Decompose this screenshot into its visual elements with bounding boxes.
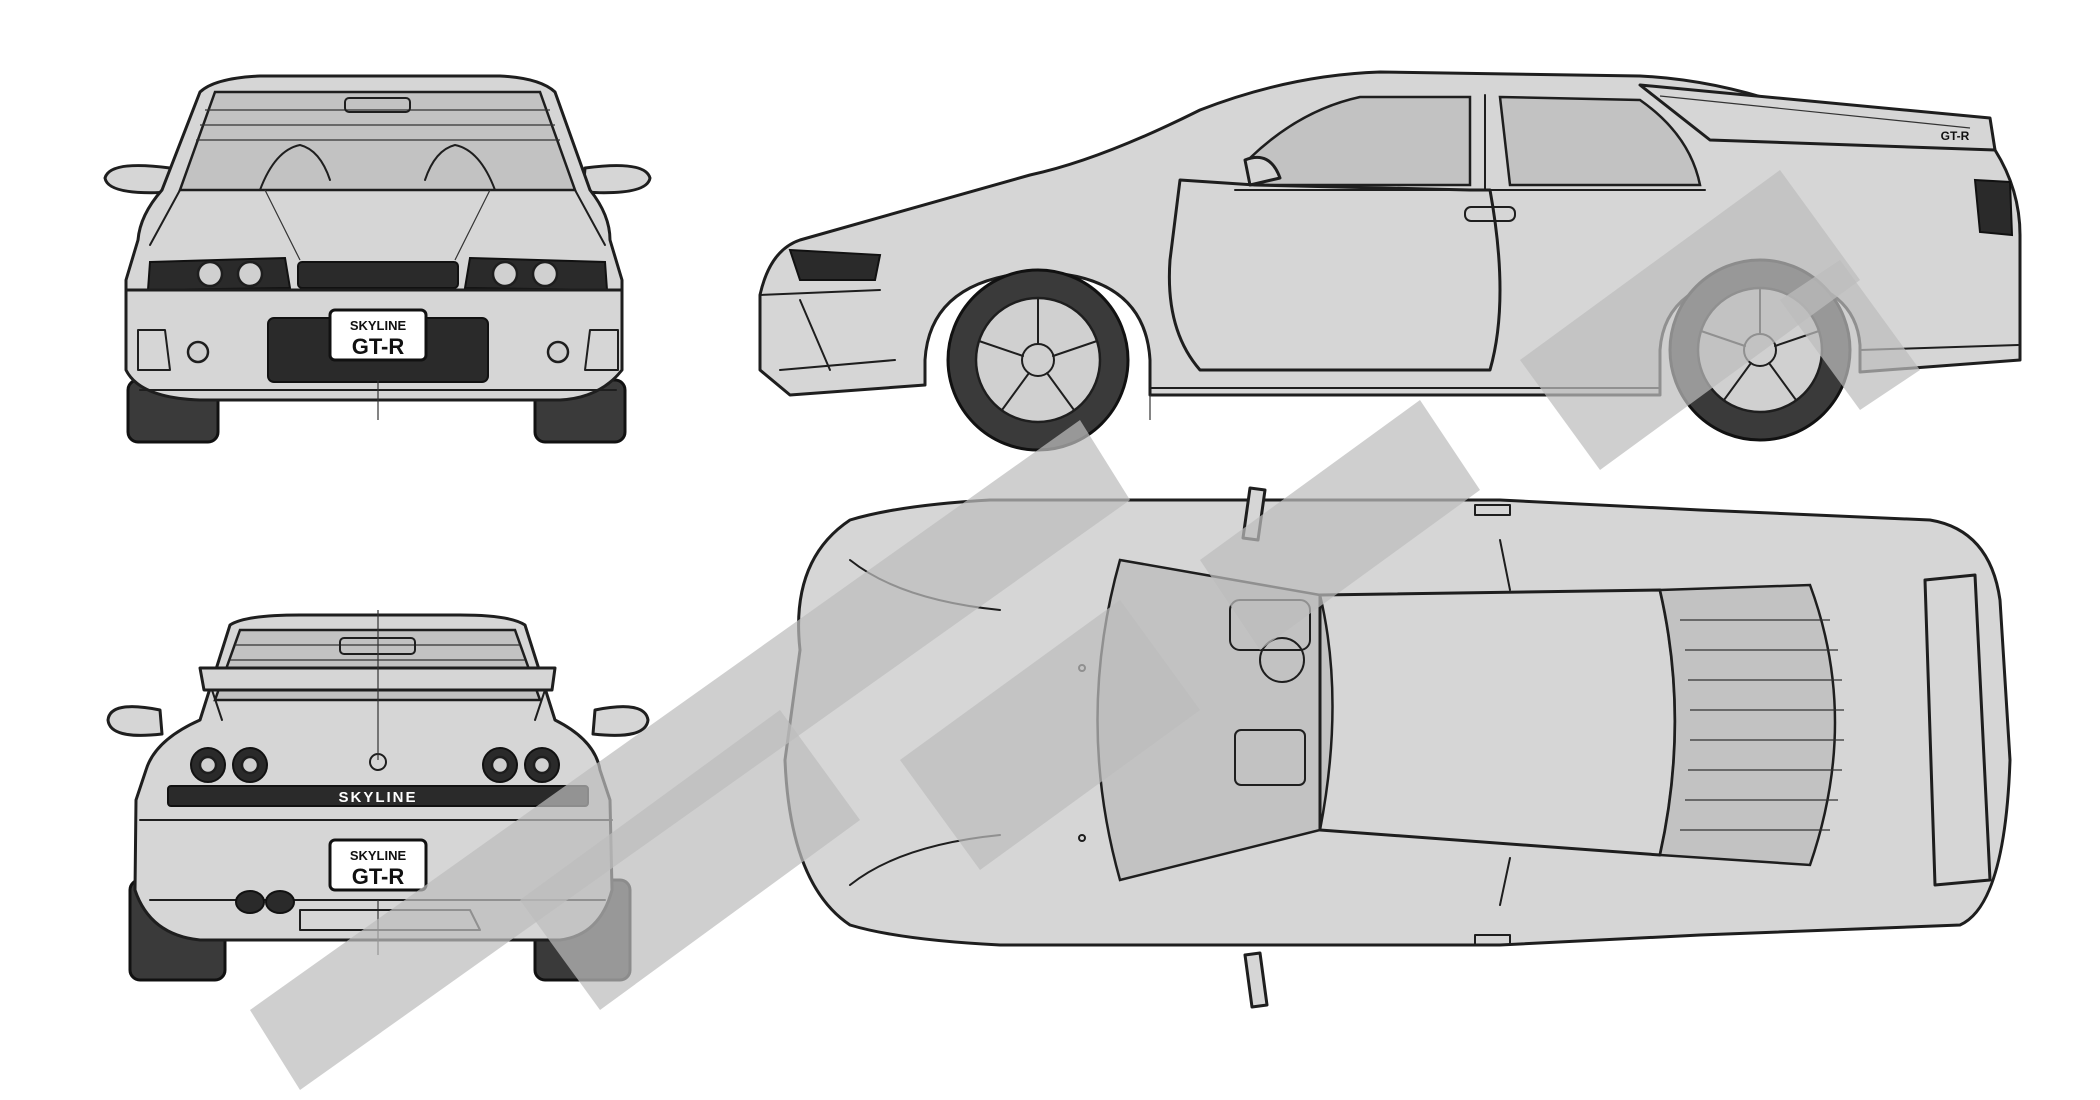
- front-left-mirror: [103, 164, 174, 195]
- front-windshield: [178, 90, 577, 192]
- top-rear-window: [1658, 583, 1837, 867]
- front-plate-line2: GT-R: [352, 334, 405, 359]
- top-spoiler: [1923, 573, 1992, 887]
- rear-trunk-badge: SKYLINE: [338, 789, 417, 806]
- side-door: [1167, 178, 1502, 372]
- side-front-window: [1248, 95, 1472, 187]
- side-front-wheel: [946, 268, 1130, 452]
- rear-plate-line2: GT-R: [352, 864, 405, 889]
- front-plate-line1: SKYLINE: [350, 318, 407, 333]
- rear-exhaust-right: [265, 890, 295, 914]
- side-headlight: [788, 248, 882, 281]
- side-rear-spoiler: [1638, 83, 1997, 152]
- top-mirror-lower: [1243, 951, 1269, 1009]
- rear-exhaust-left: [235, 890, 265, 914]
- rear-right-mirror: [591, 705, 650, 737]
- front-right-mirror: [581, 164, 652, 195]
- front-view: SKYLINE GT-R: [103, 74, 652, 444]
- side-gtr-badge: GT-R: [1941, 129, 1970, 143]
- front-grille: [297, 261, 459, 289]
- front-license-plate: SKYLINE GT-R: [328, 308, 428, 362]
- side-mirror: [1243, 155, 1282, 187]
- side-door-handle: [1464, 206, 1516, 222]
- watermark-logo: [250, 170, 1920, 1090]
- top-view: [783, 486, 2012, 1009]
- side-taillight: [1973, 178, 2014, 237]
- side-rear-window: [1498, 95, 1702, 187]
- rear-license-plate: SKYLINE GT-R: [328, 838, 428, 892]
- rear-left-mirror: [106, 705, 164, 737]
- side-body: [758, 70, 2022, 397]
- rear-plate-line1: SKYLINE: [350, 848, 407, 863]
